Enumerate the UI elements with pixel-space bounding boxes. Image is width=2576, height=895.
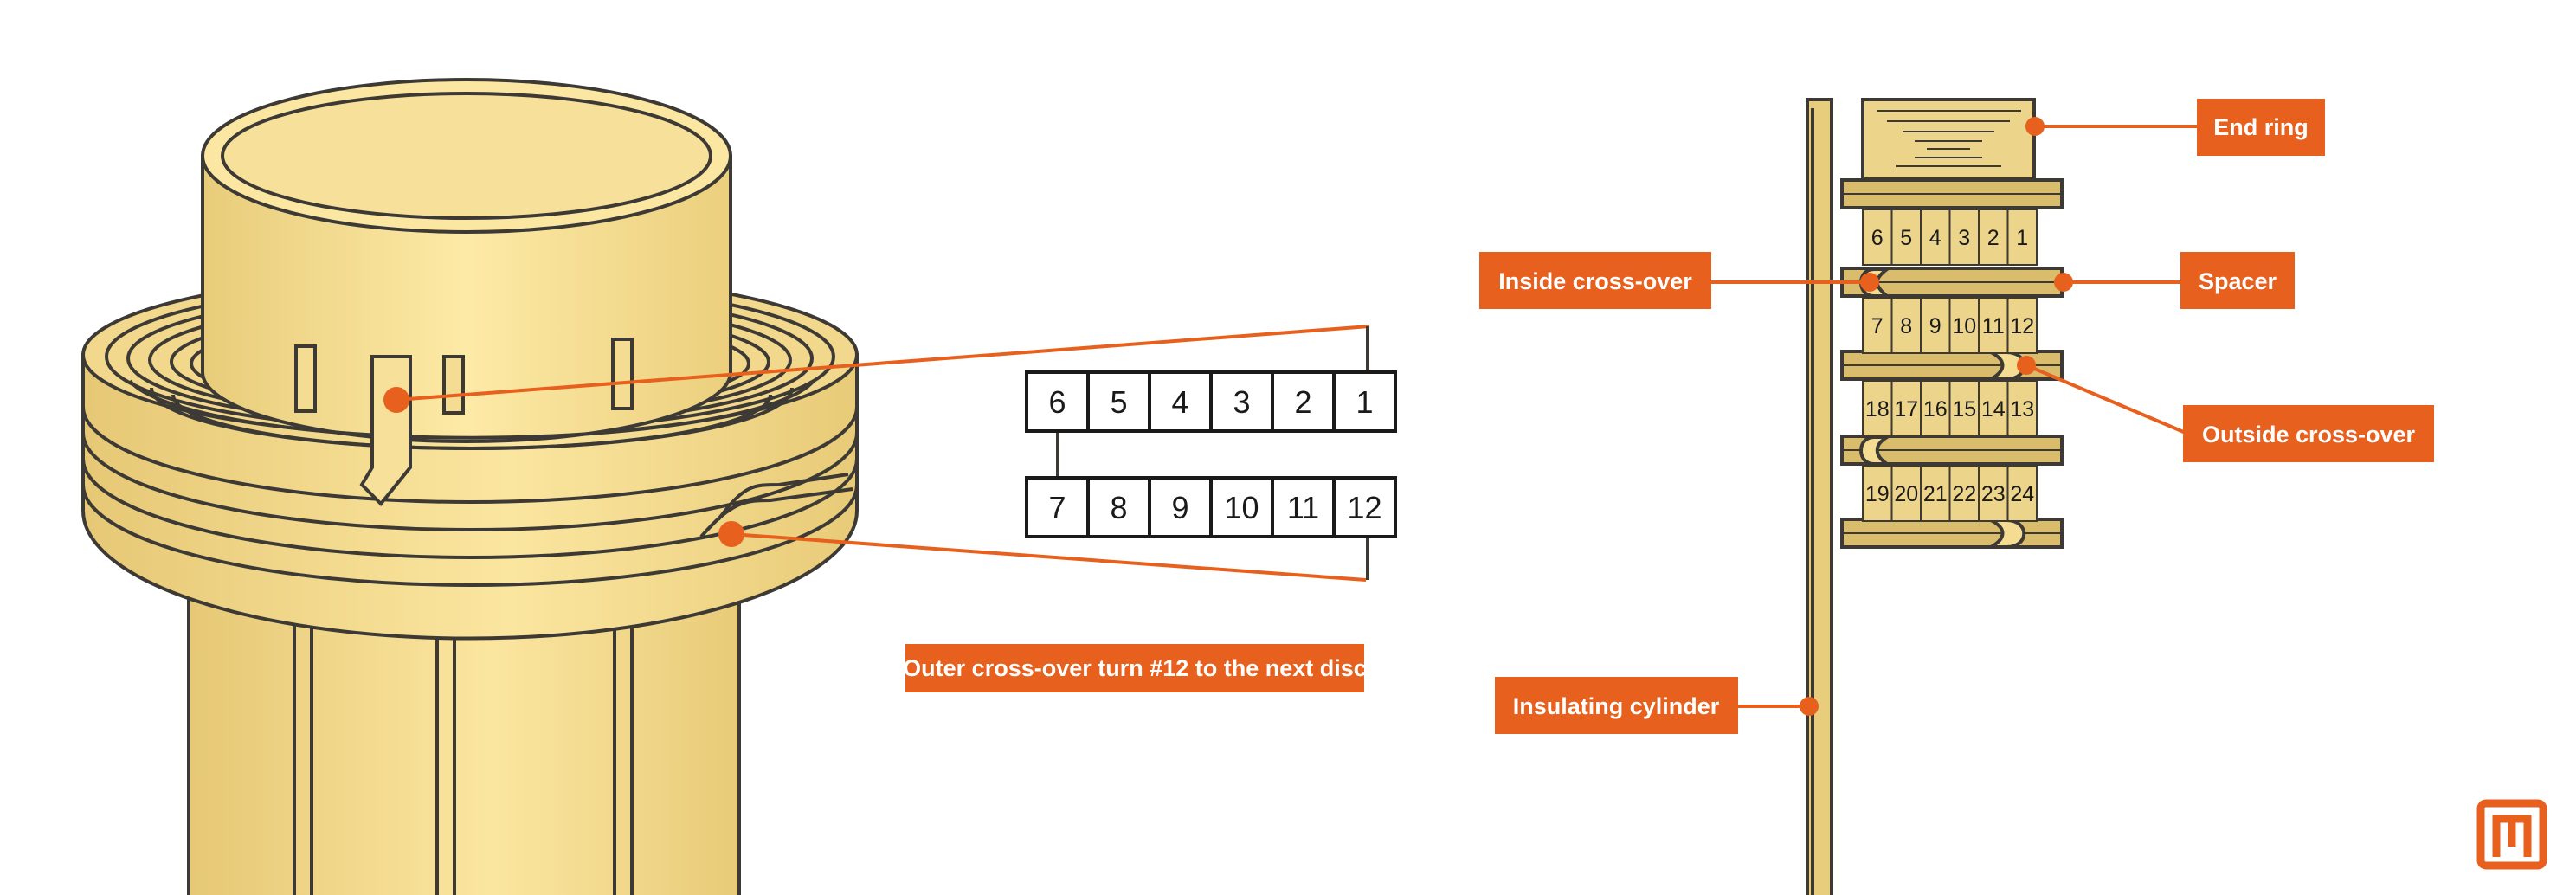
brand-m-logo-icon (2476, 799, 2547, 870)
disc-turn-number: 24 (2010, 482, 2034, 506)
turn-cell (1025, 476, 1090, 538)
disc-turn-number: 11 (1982, 314, 2005, 338)
disc-turn-number: 18 (1865, 397, 1890, 422)
turn-number: 5 (1110, 384, 1127, 420)
turn-cell (1209, 476, 1274, 538)
turn-cell (1025, 370, 1090, 433)
disc-turn-cell (1978, 297, 2009, 354)
disc-turn-number: 22 (1952, 482, 1976, 506)
turn-number: 6 (1048, 384, 1066, 420)
disc-turn-number: 8 (1900, 314, 1912, 338)
svg-text:Spacer: Spacer (2199, 268, 2277, 294)
turn-cell (1271, 476, 1336, 538)
svg-text:Insulating cylinder: Insulating cylinder (1513, 693, 1720, 719)
turn-cell (1086, 370, 1151, 433)
turn-number: 2 (1294, 384, 1311, 420)
disc-turn-number: 14 (1981, 397, 2006, 422)
upper-tube (201, 154, 732, 443)
turn-number: 9 (1171, 490, 1188, 525)
disc-turn-number: 20 (1894, 482, 1918, 506)
disc-turn-number: 12 (2010, 314, 2034, 338)
turn-number: 12 (1347, 490, 1381, 525)
disc-turn-number: 10 (1952, 314, 1976, 338)
turn-number: 11 (1287, 490, 1319, 525)
outer-cross-over-path (717, 473, 849, 521)
axial-sticks (294, 338, 634, 415)
disc-turn-number: 1 (2016, 226, 2028, 250)
end-ring-label: End ring (2025, 99, 2325, 156)
disc-turn-cell (1920, 380, 1951, 437)
disc-turn-cell (1862, 209, 1893, 266)
front-turns (128, 379, 815, 450)
disc-turn-cell (1978, 380, 2009, 437)
turn-cell (1271, 370, 1336, 433)
disc-turn-number: 5 (1900, 226, 1912, 250)
disc-turn-number: 2 (1987, 226, 2000, 250)
disc-turn-cell (1862, 465, 1893, 522)
end-ring-hatch (1877, 110, 2021, 167)
outside-cross-over-label: Outside cross-over (2017, 356, 2434, 462)
spacer-label: Spacer (2054, 252, 2295, 309)
turn-12-leader (731, 532, 1367, 582)
disc-turn-number: 4 (1929, 226, 1942, 250)
turn-1-leader (396, 325, 1370, 402)
svg-text:End ring: End ring (2213, 114, 2309, 140)
svg-text:Outside cross-over: Outside cross-over (2202, 422, 2416, 448)
cylinder-strips (293, 589, 634, 895)
turn-cell (1086, 476, 1151, 538)
disc-turn-number: 7 (1871, 314, 1884, 338)
turn-number-table: 6 5 4 3 2 1 7 8 9 10 11 12 (1025, 326, 1397, 580)
disc-turn-number: 9 (1929, 314, 1942, 338)
disc-turn-cell (2006, 465, 2038, 522)
outer-cross-over-path-2 (699, 487, 853, 538)
turn-cell (1332, 476, 1397, 538)
disc-turn-number: 21 (1923, 482, 1948, 506)
disc-turn-cell (2006, 380, 2038, 437)
turn-number: 8 (1110, 490, 1127, 525)
disc-turn-number: 3 (1958, 226, 1970, 250)
turn-number: 4 (1171, 384, 1188, 420)
disc-coil-illustration (81, 78, 1370, 895)
disc-turn-cell (1920, 209, 1951, 266)
disc-turn-cell (1890, 465, 1922, 522)
disc-turn-cell (2006, 297, 2038, 354)
disc-turn-number: 23 (1981, 482, 2006, 506)
turn-number: 3 (1233, 384, 1250, 420)
turn-number: 10 (1224, 490, 1259, 525)
disc-turn-number: 19 (1865, 482, 1890, 506)
disc-turn-cell (1890, 380, 1922, 437)
insulating-cylinder-label: Insulating cylinder (1495, 677, 1819, 734)
upper-tube-opening (221, 92, 712, 220)
disc-turn-cell (1978, 209, 2009, 266)
outer-cross-over-caption: Outer cross-over turn #12 to the next di… (903, 644, 1367, 692)
disc-turn-number: 13 (2010, 397, 2034, 422)
disc-turn-cell (1890, 297, 1922, 354)
turn-number: 1 (1356, 384, 1373, 420)
disc-turn-cell (2006, 209, 2038, 266)
disc-turn-cell (1862, 380, 1893, 437)
disc-turn-number: 16 (1923, 397, 1948, 422)
turn-cell (1332, 370, 1397, 433)
disc-turn-number: 17 (1894, 397, 1918, 422)
turn-cell (1209, 370, 1274, 433)
disc-turn-number: 15 (1952, 397, 1976, 422)
disc-turn-cell (1920, 297, 1951, 354)
svg-text:Inside cross-over: Inside cross-over (1498, 268, 1692, 294)
caption-text: Outer cross-over turn #12 to the next di… (903, 655, 1367, 681)
disc-turn-cell (1948, 380, 1980, 437)
turn-number: 7 (1048, 490, 1066, 525)
disc-turn-number: 6 (1871, 226, 1884, 250)
inside-cross-over-label: Inside cross-over (1479, 252, 1879, 309)
